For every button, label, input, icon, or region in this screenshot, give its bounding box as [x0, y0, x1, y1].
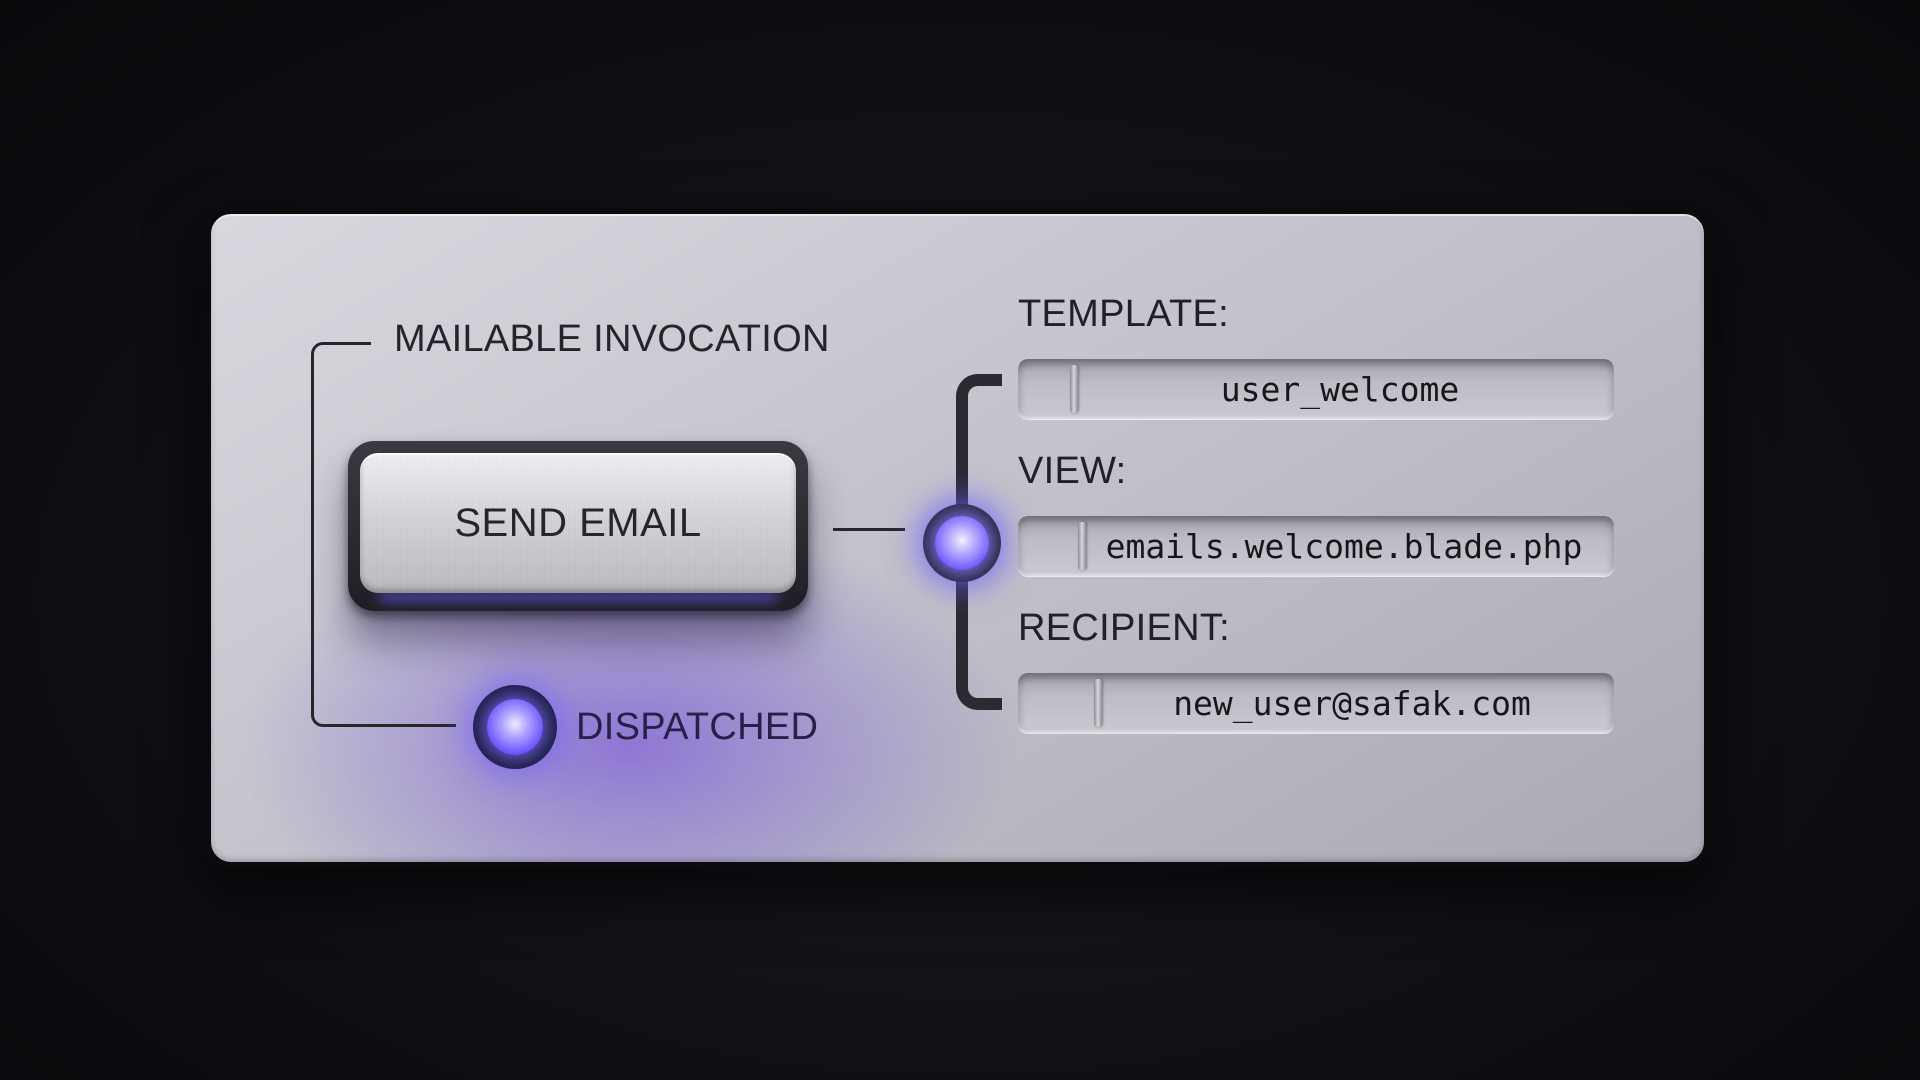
recipient-label: RECIPIENT:: [1018, 607, 1231, 649]
left-bracket: [311, 342, 371, 727]
template-slider-handle[interactable]: [1070, 365, 1078, 413]
section-title: MAILABLE INVOCATION: [394, 318, 830, 360]
send-email-button[interactable]: SEND EMAIL: [360, 453, 796, 593]
template-field[interactable]: user_welcome: [1018, 359, 1614, 419]
mailable-panel: MAILABLE INVOCATION SEND EMAIL DISPATCHE…: [205, 208, 1710, 868]
view-slider-handle[interactable]: [1078, 522, 1086, 570]
connection-node-led-icon: [923, 504, 1001, 582]
recipient-slider-handle[interactable]: [1094, 679, 1102, 727]
template-value: user_welcome: [1220, 369, 1460, 409]
template-label: TEMPLATE:: [1018, 293, 1230, 335]
view-field[interactable]: emails.welcome.blade.php: [1018, 516, 1614, 576]
view-label: VIEW:: [1018, 450, 1127, 492]
send-button-glow: [378, 593, 778, 601]
recipient-value: new_user@safak.com: [1173, 683, 1531, 723]
recipient-field[interactable]: new_user@safak.com: [1018, 673, 1614, 733]
button-connector-line: [833, 528, 905, 531]
view-value: emails.welcome.blade.php: [1105, 526, 1583, 566]
send-button-housing: SEND EMAIL: [348, 441, 808, 611]
left-bracket-connector: [366, 724, 456, 727]
dispatched-led-icon: [473, 685, 557, 769]
dispatched-status-label: DISPATCHED: [576, 706, 819, 748]
